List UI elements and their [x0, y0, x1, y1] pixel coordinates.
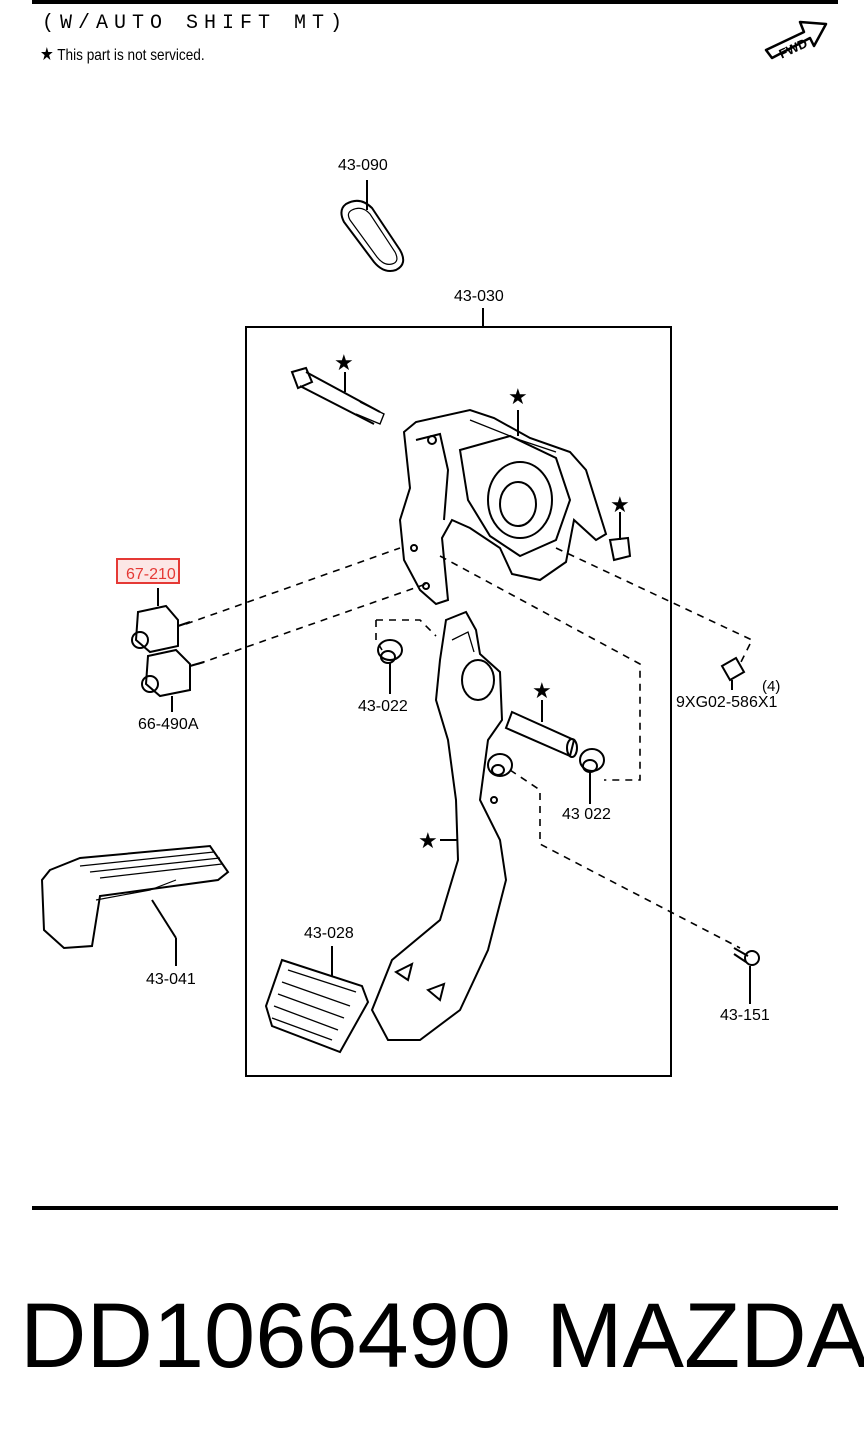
star-icon: ★ [334, 351, 354, 376]
pedal-pad-43-028 [264, 946, 370, 1054]
pedal-bracket [398, 408, 632, 606]
part-number: DD1066490 [20, 1285, 512, 1387]
bottom-rule [32, 1206, 838, 1210]
pivot-bolt [290, 366, 385, 425]
fwd-arrow-icon: FWD [764, 20, 828, 61]
label-43-041: 43-041 [146, 971, 196, 988]
star-icon: ★ [610, 493, 630, 518]
service-note-text: This part is not serviced. [57, 47, 205, 64]
bolt-43-151 [733, 947, 760, 1004]
not-serviced-markers: ★ ★ ★ ★ ★ [334, 351, 630, 854]
label-43-028: 43-028 [304, 925, 354, 942]
label-43-090: 43-090 [338, 157, 388, 174]
label-67-210: 67-210 [126, 566, 176, 583]
switch-66-490a [141, 648, 205, 712]
brand-name: MAZDA [546, 1285, 864, 1387]
service-note: ★ This part is not serviced. [40, 44, 205, 65]
label-43-030: 43-030 [454, 288, 504, 305]
assembly-guides [185, 547, 754, 949]
label-43-022-right: 43 022 [562, 806, 611, 823]
star-icon: ★ [418, 829, 438, 854]
label-66-490a: 66-490A [138, 716, 199, 733]
nut-9xg02 [720, 656, 746, 690]
pedal-pad-43-041 [40, 844, 230, 966]
label-43-151: 43-151 [720, 1007, 770, 1024]
pivot-shaft [504, 700, 578, 758]
gasket-43-090 [340, 180, 405, 272]
bushing-center [487, 753, 513, 777]
bushing-43-022-left [377, 639, 403, 694]
label-43-022-left: 43-022 [358, 698, 408, 715]
top-rule [32, 0, 838, 4]
highlight-box [116, 558, 180, 584]
clutch-pedal-arm [370, 610, 508, 1041]
star-icon: ★ [532, 679, 552, 704]
label-9xg02-qty: (4) [762, 678, 781, 695]
label-9xg02-586x1: 9XG02-586X1 [676, 694, 778, 711]
diagram-title: (W/AUTO SHIFT MT) [42, 12, 349, 35]
star-icon: ★ [40, 44, 54, 64]
bushing-43-022-right [579, 748, 605, 804]
assembly-frame [245, 326, 672, 1077]
switch-67-210 [131, 588, 191, 654]
star-icon: ★ [508, 385, 528, 410]
